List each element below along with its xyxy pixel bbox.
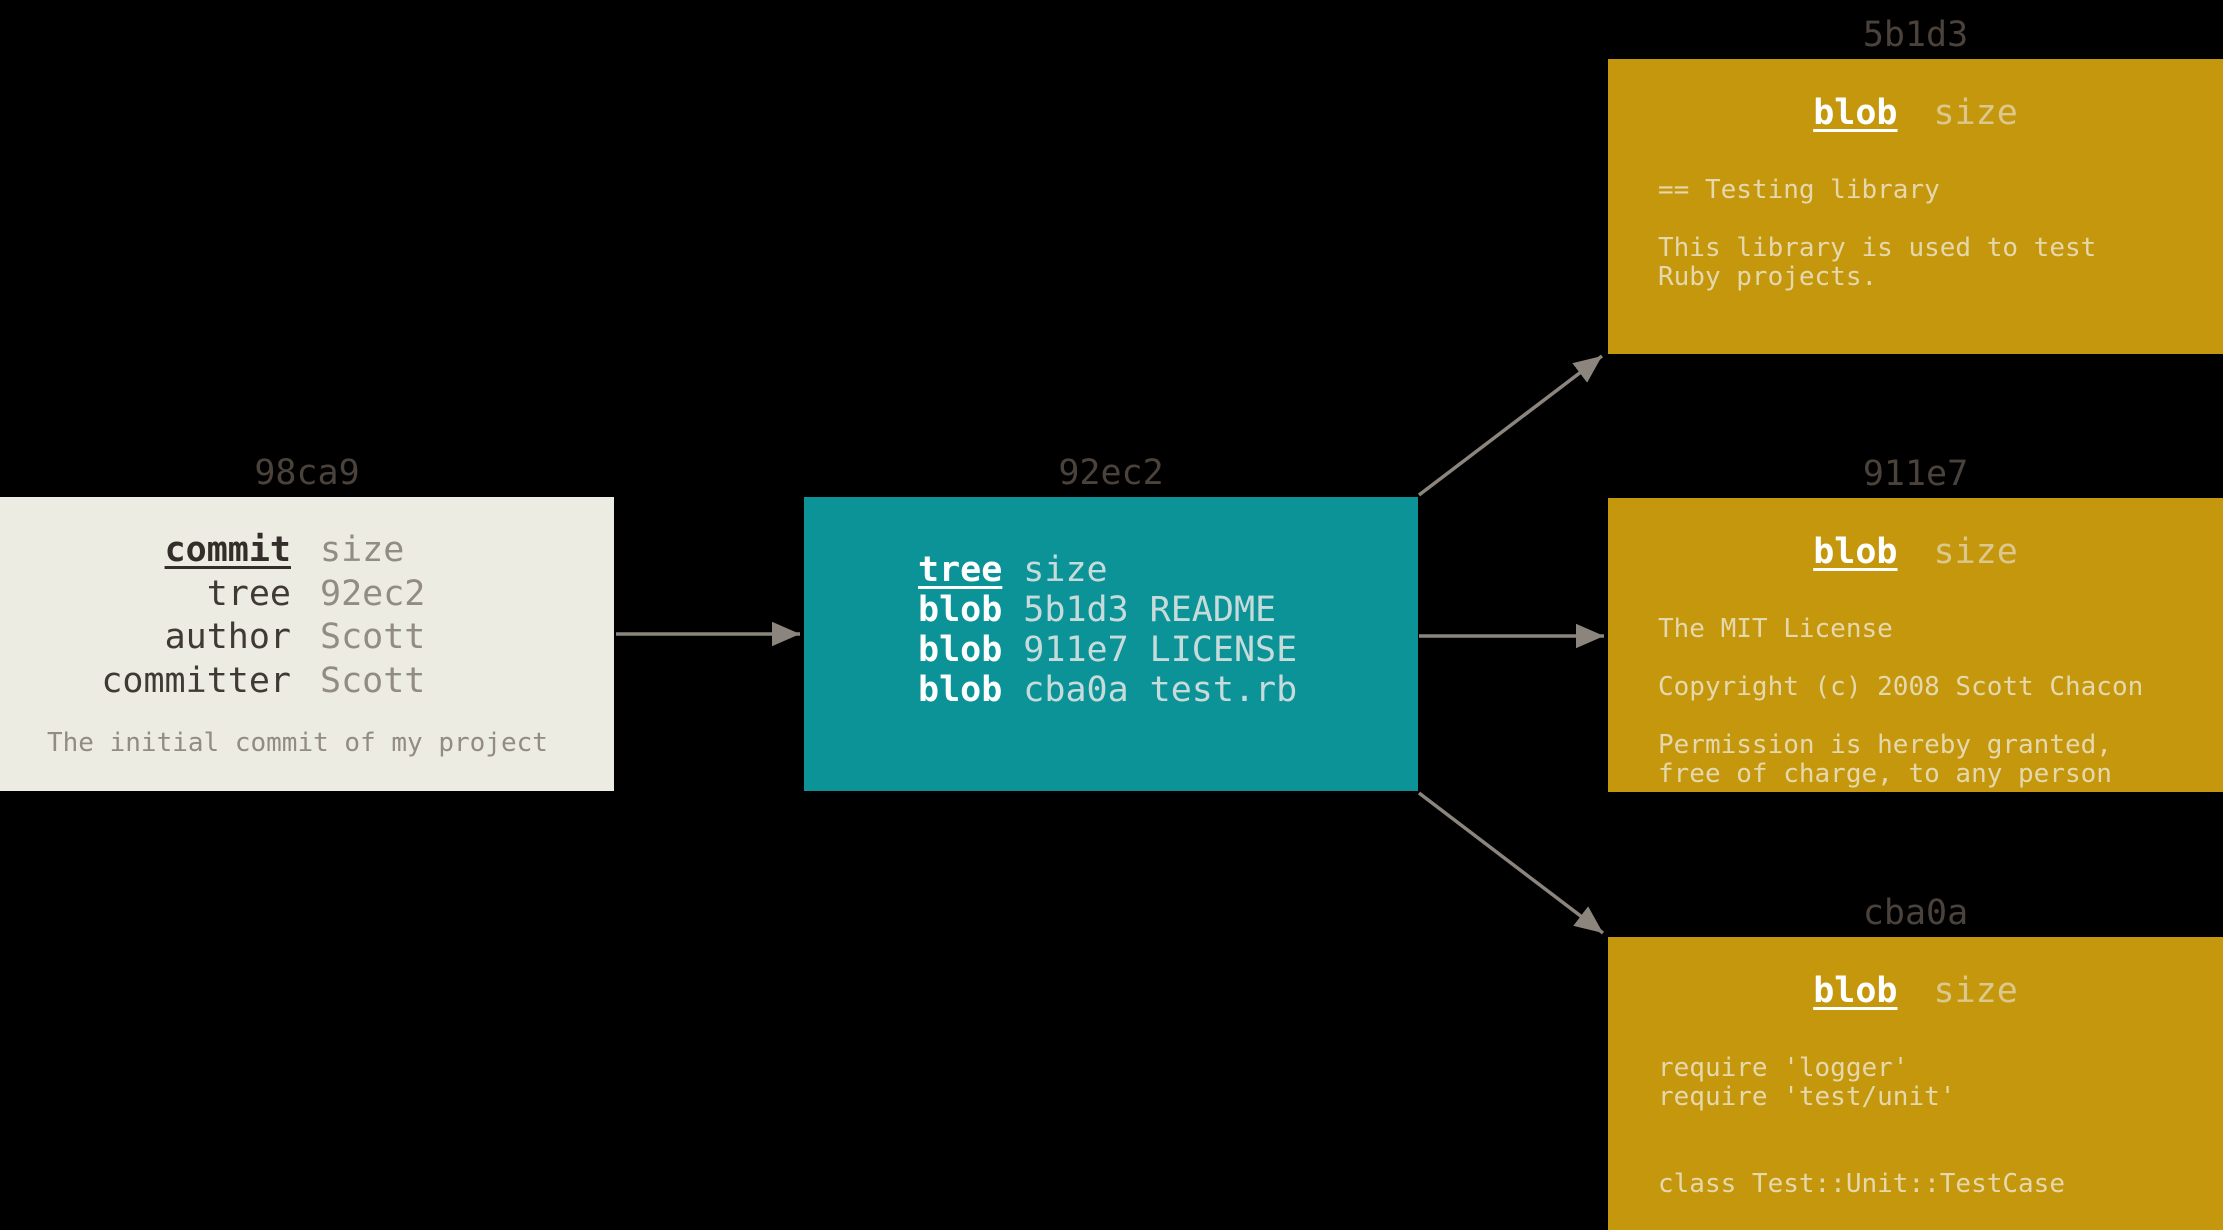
commit-row-key: committer	[101, 660, 291, 701]
tree-entry-name: test.rb	[1149, 670, 1298, 710]
tree-entry-hash: 5b1d3	[1023, 590, 1129, 630]
tree-entry-hash: cba0a	[1023, 670, 1129, 710]
blob-object-node-5b1d3: blob size == Testing library This librar…	[1608, 59, 2223, 354]
commit-committer-row: committer Scott	[0, 660, 614, 704]
tree-header-row: tree size	[918, 550, 1418, 590]
blob-content-line	[1658, 644, 2223, 673]
blob-content: The MIT License Copyright (c) 2008 Scott…	[1608, 615, 2223, 789]
blob-header-row: blob size	[1608, 969, 2223, 1013]
blob-content: == Testing library This library is used …	[1608, 176, 2223, 292]
tree-entry-mode: blob	[918, 630, 1003, 670]
commit-header-row: commit size	[0, 529, 614, 573]
blob-content-line: class Test::Unit::TestCase	[1658, 1169, 2065, 1199]
commit-hash-label: 98ca9	[254, 453, 360, 493]
blob-hash-label: cba0a	[1862, 893, 1969, 933]
commit-message: The initial commit of my project	[47, 728, 548, 758]
blob-content-line: require 'test/unit'	[1658, 1082, 1956, 1112]
arrow-tree-to-blob-5b1d3	[1417, 354, 1604, 497]
commit-size-label: size	[320, 530, 405, 570]
commit-tree-row: tree 92ec2	[0, 573, 614, 617]
tree-entry-mode: blob	[918, 670, 1003, 710]
blob-header-row: blob size	[1608, 91, 2223, 135]
commit-type-label: commit	[164, 530, 291, 570]
commit-row-key: author	[164, 617, 291, 657]
blob-content-line: Ruby projects.	[1658, 262, 1878, 292]
tree-object-node: tree size blob 5b1d3 README blob 911e7 L…	[804, 497, 1418, 791]
blob-type-label: blob	[1813, 971, 1898, 1011]
commit-row-value: Scott	[320, 660, 426, 701]
tree-entry-name: LICENSE	[1149, 630, 1298, 670]
blob-content-line: Copyright (c) 2008 Scott Chacon	[1658, 672, 2144, 702]
blob-hash-label: 5b1d3	[1862, 15, 1969, 55]
blob-content-line: The MIT License	[1658, 614, 1893, 644]
arrow-tree-to-blob-cba0a	[1417, 791, 1605, 935]
blob-content-line: free of charge, to any person	[1658, 759, 2112, 789]
tree-type-label: tree	[918, 550, 1003, 590]
blob-content-line	[1658, 702, 2223, 731]
tree-hash-label: 92ec2	[1058, 453, 1164, 493]
blob-size-label: size	[1933, 93, 2018, 133]
blob-content-line: This library is used to test	[1658, 233, 2097, 263]
tree-entry-hash: 911e7	[1023, 630, 1129, 670]
commit-row-key: tree	[206, 573, 291, 614]
blob-size-label: size	[1933, 971, 2018, 1011]
blob-content-line: == Testing library	[1658, 175, 1940, 205]
tree-entry-mode: blob	[918, 590, 1003, 630]
tree-entry-row: blob cba0a test.rb	[918, 670, 1418, 710]
blob-content-line	[1658, 205, 2223, 234]
commit-object-node: commit size tree 92ec2 author Scott comm…	[0, 497, 614, 791]
tree-entry-row: blob 911e7 LICENSE	[918, 630, 1418, 670]
blob-content: require 'logger' require 'test/unit' cla…	[1608, 1054, 2223, 1199]
blob-object-node-cba0a: blob size require 'logger' require 'test…	[1608, 937, 2223, 1230]
blob-type-label: blob	[1813, 93, 1898, 133]
blob-content-line: Permission is hereby granted,	[1658, 730, 2112, 760]
commit-row-value: 92ec2	[320, 573, 426, 614]
blob-header-row: blob size	[1608, 530, 2223, 574]
blob-content-line	[1658, 1141, 2223, 1170]
blob-content-line: require 'logger'	[1658, 1053, 1909, 1083]
blob-content-line	[1658, 1112, 2223, 1141]
tree-entry-name: README	[1149, 590, 1277, 630]
commit-row-value: Scott	[320, 617, 426, 657]
tree-entry-row: blob 5b1d3 README	[918, 590, 1418, 630]
commit-author-row: author Scott	[0, 616, 614, 660]
tree-size-label: size	[1023, 550, 1108, 590]
blob-hash-label: 911e7	[1862, 454, 1969, 494]
blob-object-node-911e7: blob size The MIT License Copyright (c) …	[1608, 498, 2223, 792]
blob-size-label: size	[1933, 532, 2018, 572]
blob-type-label: blob	[1813, 532, 1898, 572]
